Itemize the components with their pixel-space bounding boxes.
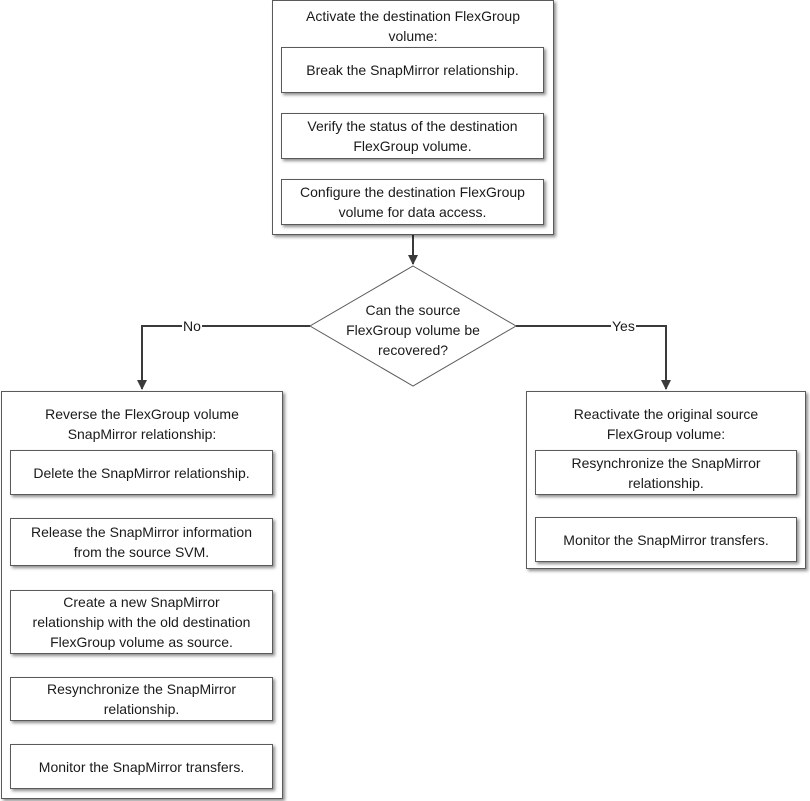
step-release-info: Release the SnapMirror information from …: [10, 518, 273, 566]
step-monitor-left-label: Monitor the SnapMirror transfers.: [38, 758, 245, 775]
decision-question: Can the source FlexGroup volume be recov…: [346, 302, 480, 358]
step-resync-left-label: Resynchronize the SnapMirror relationshi…: [46, 681, 237, 717]
step-create-relationship-label: Create a new SnapMirror relationship wit…: [32, 594, 251, 650]
step-configure-access: Configure the destination FlexGroup volu…: [281, 179, 544, 225]
step-break-relationship: Break the SnapMirror relationship.: [281, 47, 544, 93]
step-monitor-right: Monitor the SnapMirror transfers.: [535, 517, 797, 562]
step-create-relationship: Create a new SnapMirror relationship wit…: [10, 590, 273, 654]
arrow-no-branch: [137, 325, 310, 390]
step-break-relationship-label: Break the SnapMirror relationship.: [306, 62, 519, 78]
step-release-info-label: Release the SnapMirror information from …: [31, 524, 252, 560]
reverse-relationship-title: Reverse the FlexGroup volume SnapMirror …: [45, 406, 239, 442]
step-configure-access-label: Configure the destination FlexGroup volu…: [300, 184, 525, 220]
step-verify-status: Verify the status of the destination Fle…: [281, 113, 544, 159]
step-monitor-right-label: Monitor the SnapMirror transfers.: [563, 531, 769, 548]
yes-label: Yes: [611, 318, 636, 334]
step-delete-relationship-label: Delete the SnapMirror relationship.: [33, 464, 250, 481]
step-verify-status-label: Verify the status of the destination Fle…: [307, 118, 518, 154]
step-resync-right: Resynchronize the SnapMirror relationshi…: [535, 450, 797, 495]
no-label: No: [182, 318, 202, 334]
decision-diamond: [309, 265, 517, 387]
step-monitor-left: Monitor the SnapMirror transfers.: [10, 744, 273, 789]
activate-destination-title: Activate the destination FlexGroup volum…: [305, 8, 520, 44]
step-resync-left: Resynchronize the SnapMirror relationshi…: [10, 677, 273, 721]
step-resync-right-label: Resynchronize the SnapMirror relationshi…: [571, 454, 761, 491]
step-delete-relationship: Delete the SnapMirror relationship.: [10, 450, 273, 495]
reactivate-source-title: Reactivate the original source FlexGroup…: [573, 406, 759, 442]
arrow-yes-branch: [516, 325, 671, 390]
